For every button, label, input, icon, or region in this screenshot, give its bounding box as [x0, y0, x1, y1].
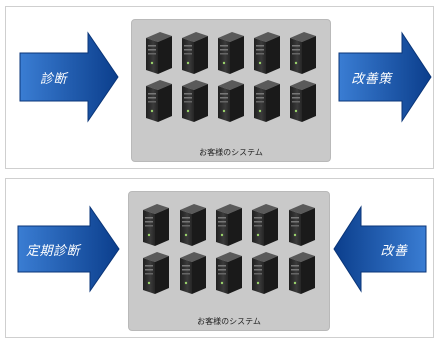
diagnosis-panel: 診断 お客様のシステム 改善策: [5, 6, 434, 169]
server-tower-icon: [178, 78, 212, 124]
server-tower-icon: [212, 202, 246, 248]
server-tower-icon: [142, 30, 176, 76]
diagnosis-arrow: 診断: [16, 29, 121, 125]
periodic-diagnosis-panel: 定期診断 お客様のシステム 改善: [5, 178, 434, 338]
server-tower-icon: [286, 30, 320, 76]
server-tower-icon: [178, 30, 212, 76]
server-grid: [138, 202, 320, 296]
server-tower-icon: [212, 250, 246, 296]
right-arrow-icon: [338, 31, 432, 123]
customer-system-box: お客様のシステム: [131, 19, 331, 162]
server-tower-icon: [248, 202, 282, 248]
customer-system-label: お客様のシステム: [199, 148, 263, 157]
left-arrow-icon: [333, 205, 427, 293]
server-tower-icon: [285, 202, 319, 248]
improvement-arrow: 改善: [331, 204, 429, 294]
server-tower-icon: [176, 250, 210, 296]
customer-system-box: お客様のシステム: [128, 191, 330, 331]
server-tower-icon: [176, 202, 210, 248]
improvement-label: 改善: [380, 243, 408, 259]
server-tower-icon: [250, 78, 284, 124]
periodic-diagnosis-label: 定期診断: [25, 243, 80, 259]
customer-system-label: お客様のシステム: [197, 317, 261, 326]
server-tower-icon: [139, 202, 173, 248]
server-tower-icon: [285, 250, 319, 296]
server-tower-icon: [248, 250, 282, 296]
server-tower-icon: [139, 250, 173, 296]
server-tower-icon: [286, 78, 320, 124]
server-tower-icon: [250, 30, 284, 76]
right-arrow-icon: [19, 31, 119, 123]
improvement-plan-label: 改善策: [351, 71, 392, 87]
server-tower-icon: [214, 78, 248, 124]
diagnosis-label: 診断: [39, 71, 67, 87]
server-tower-icon: [214, 30, 248, 76]
periodic-diagnosis-arrow: 定期診断: [14, 204, 122, 294]
server-grid: [141, 30, 321, 124]
improvement-plan-arrow: 改善策: [336, 29, 433, 125]
server-tower-icon: [142, 78, 176, 124]
right-arrow-icon: [17, 205, 120, 293]
